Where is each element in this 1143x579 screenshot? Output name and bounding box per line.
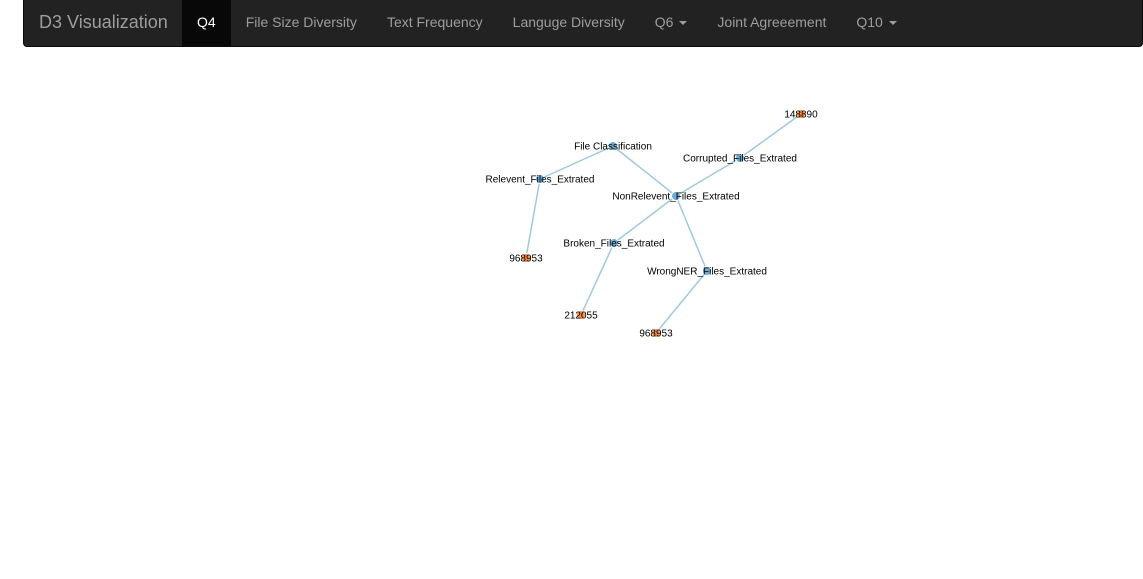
nav-item-label: File Size Diversity xyxy=(245,14,357,30)
nav-item-file-size-diversity[interactable]: File Size Diversity xyxy=(231,0,372,47)
nav-item-text-frequency[interactable]: Text Frequency xyxy=(372,0,498,47)
graph-node-circle[interactable] xyxy=(796,109,806,119)
graph-link xyxy=(539,145,614,180)
nav-item-label: Languge Diversity xyxy=(512,14,625,30)
nav-dropdown-q6[interactable]: Q6 xyxy=(640,0,703,47)
graph-link xyxy=(612,145,677,197)
graph-link xyxy=(580,242,615,316)
graph-node-label: 968953 xyxy=(509,254,543,265)
nav-item-label: Text Frequency xyxy=(386,14,483,30)
graph-node-c-wrongner[interactable]: 968953 xyxy=(639,328,673,340)
graph-node-circle[interactable] xyxy=(651,328,661,338)
nav-item-label: Q4 xyxy=(197,14,216,30)
graph-link xyxy=(613,195,677,244)
graph-node-circle[interactable] xyxy=(671,191,681,201)
graph-link xyxy=(675,195,708,272)
nav-item-label: Q6 xyxy=(654,14,674,30)
graph-node-c-relevent[interactable]: 968953 xyxy=(509,253,543,265)
graph-node-label: 212055 xyxy=(564,311,598,322)
graph-nodes: File ClassificationRelevent_Files_Extrat… xyxy=(486,109,818,340)
navbar: D3 Visualization Q4 File Size Diversity … xyxy=(23,0,1143,47)
graph-node-label: WrongNER_Files_Extrated xyxy=(647,267,767,278)
graph-node-root[interactable]: File Classification xyxy=(574,141,652,153)
graph-node-circle[interactable] xyxy=(609,238,619,248)
nav-dropdown-q10[interactable]: Q10 xyxy=(841,0,911,47)
nav-item-q4[interactable]: Q4 xyxy=(182,0,231,47)
nav-item-label: Joint Agreeement xyxy=(717,14,827,30)
graph-node-circle[interactable] xyxy=(521,253,531,263)
nav-item-label: Q10 xyxy=(856,14,883,30)
graph-node-label: 968953 xyxy=(639,329,673,340)
navbar-menu: Q4 File Size Diversity Text Frequency La… xyxy=(182,0,912,47)
graph-node-label: Corrupted_Files_Extrated xyxy=(683,154,797,165)
navbar-brand[interactable]: D3 Visualization xyxy=(39,12,168,32)
graph-node-label: Relevent_Files_Extrated xyxy=(486,175,595,186)
graph-node-circle[interactable] xyxy=(576,310,586,320)
graph-link xyxy=(525,178,541,259)
graph-link xyxy=(675,157,741,197)
graph-node-circle[interactable] xyxy=(608,141,618,151)
graph-node-label: 148890 xyxy=(784,110,818,121)
graph-node-nonrelevent[interactable]: NonRelevent_Files_Extrated xyxy=(612,191,740,203)
nav-item-joint-agreement[interactable]: Joint Agreeement xyxy=(702,0,841,47)
graph-node-circle[interactable] xyxy=(735,153,745,163)
graph-node-relevent[interactable]: Relevent_Files_Extrated xyxy=(486,174,595,186)
graph-node-c-corrupted[interactable]: 148890 xyxy=(784,109,818,121)
graph-node-c-broken[interactable]: 212055 xyxy=(564,310,598,322)
graph-link xyxy=(655,270,708,334)
graph-node-corrupted[interactable]: Corrupted_Files_Extrated xyxy=(683,153,797,165)
graph-node-circle[interactable] xyxy=(535,174,545,184)
graph-node-wrongner[interactable]: WrongNER_Files_Extrated xyxy=(647,266,767,278)
graph-node-circle[interactable] xyxy=(702,266,712,276)
graph-link xyxy=(739,113,802,159)
graph-node-broken[interactable]: Broken_Files_Extrated xyxy=(563,238,665,250)
graph-node-label: Broken_Files_Extrated xyxy=(563,239,664,250)
graph-node-label: File Classification xyxy=(574,142,652,153)
caret-down-icon xyxy=(679,21,688,26)
caret-down-icon xyxy=(888,21,897,26)
graph-node-label: NonRelevent_Files_Extrated xyxy=(612,192,739,203)
graph-links xyxy=(525,113,802,334)
nav-item-language-diversity[interactable]: Languge Diversity xyxy=(498,0,640,47)
